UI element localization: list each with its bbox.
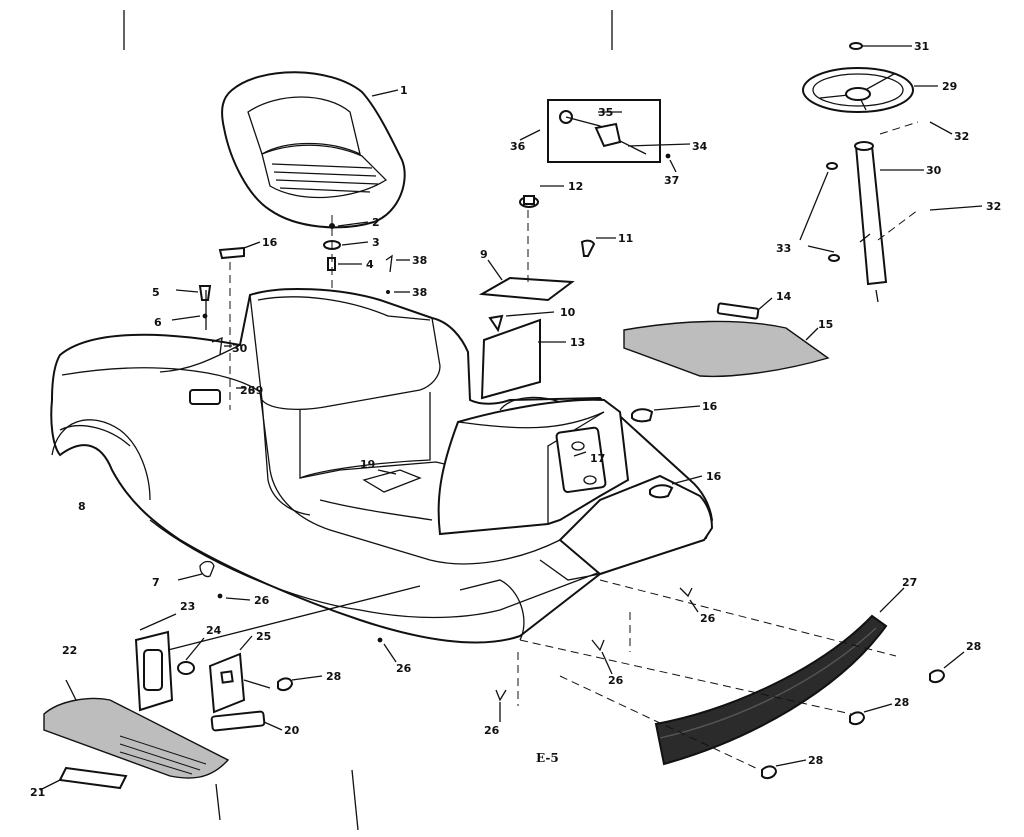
callout-9: 9 bbox=[480, 248, 488, 261]
callout-labels: 1 2 3 4 5 6 7 8 9 10 11 12 13 14 15 16 1… bbox=[30, 40, 1001, 799]
callout-2: 2 bbox=[372, 216, 380, 229]
callout-21: 21 bbox=[30, 786, 45, 799]
callout-34: 34 bbox=[692, 140, 708, 153]
callout-26-f: 26 bbox=[240, 384, 256, 397]
bumper-hardware bbox=[177, 560, 965, 780]
callout-16-low: 16 bbox=[706, 470, 722, 483]
center-plate-parts bbox=[478, 185, 616, 400]
callout-28-b: 28 bbox=[894, 696, 909, 709]
callout-31: 31 bbox=[914, 40, 929, 53]
steering-column-part bbox=[799, 121, 983, 303]
control-panel-inset bbox=[519, 99, 691, 173]
callout-36: 36 bbox=[510, 140, 526, 153]
edge-mark bbox=[351, 769, 359, 831]
callout-38-a: 38 bbox=[412, 254, 427, 267]
callout-23: 23 bbox=[180, 600, 195, 613]
knob-parts bbox=[631, 405, 703, 499]
callout-26-e: 26 bbox=[484, 724, 500, 737]
callout-26-c: 26 bbox=[608, 674, 624, 687]
seat-part bbox=[221, 71, 406, 229]
callout-30-body: 30 bbox=[232, 342, 248, 355]
callout-15: 15 bbox=[818, 318, 833, 331]
callout-8: 8 bbox=[78, 500, 86, 513]
callout-27: 27 bbox=[902, 576, 917, 589]
callout-28-c: 28 bbox=[808, 754, 823, 767]
callout-3: 3 bbox=[372, 236, 380, 249]
steering-wheel-part bbox=[802, 42, 938, 113]
callout-26-a: 26 bbox=[254, 594, 270, 607]
floor-mat-part bbox=[623, 297, 830, 378]
callout-26-d: 26 bbox=[700, 612, 716, 625]
front-bumper-part bbox=[517, 579, 905, 771]
callout-33: 33 bbox=[776, 242, 791, 255]
headlight-assembly bbox=[134, 585, 421, 732]
callout-20: 20 bbox=[284, 724, 300, 737]
fastener-parts bbox=[171, 241, 410, 410]
callout-24: 24 bbox=[206, 624, 222, 637]
callout-13: 13 bbox=[570, 336, 585, 349]
callout-32-top: 32 bbox=[954, 130, 969, 143]
callout-16-mid: 16 bbox=[702, 400, 718, 413]
callout-38-b: 38 bbox=[412, 286, 427, 299]
callout-16-top: 16 bbox=[262, 236, 278, 249]
seat-hardware bbox=[323, 215, 369, 290]
callout-17: 17 bbox=[590, 452, 605, 465]
callout-14: 14 bbox=[776, 290, 792, 303]
figure-code: E-5 bbox=[536, 751, 559, 765]
callout-4: 4 bbox=[366, 258, 374, 271]
callout-11: 11 bbox=[618, 232, 633, 245]
fender-body-part bbox=[50, 287, 714, 644]
callout-25: 25 bbox=[256, 630, 271, 643]
callout-22: 22 bbox=[62, 644, 77, 657]
callout-10: 10 bbox=[560, 306, 576, 319]
callout-12: 12 bbox=[568, 180, 583, 193]
grille-part bbox=[39, 679, 230, 821]
callout-29: 29 bbox=[942, 80, 957, 93]
callout-35: 35 bbox=[598, 106, 613, 119]
callout-28-d: 28 bbox=[326, 670, 341, 683]
callout-39: 39 bbox=[248, 384, 263, 397]
callout-7: 7 bbox=[152, 576, 160, 589]
callout-37: 37 bbox=[664, 174, 679, 187]
callout-1: 1 bbox=[400, 84, 408, 97]
callout-19: 19 bbox=[360, 458, 375, 471]
callout-32-low: 32 bbox=[986, 200, 1001, 213]
callout-5: 5 bbox=[152, 286, 160, 299]
callout-6: 6 bbox=[154, 316, 162, 329]
callout-28-a: 28 bbox=[966, 640, 981, 653]
callout-30-column: 30 bbox=[926, 164, 942, 177]
callout-26-b: 26 bbox=[396, 662, 412, 675]
